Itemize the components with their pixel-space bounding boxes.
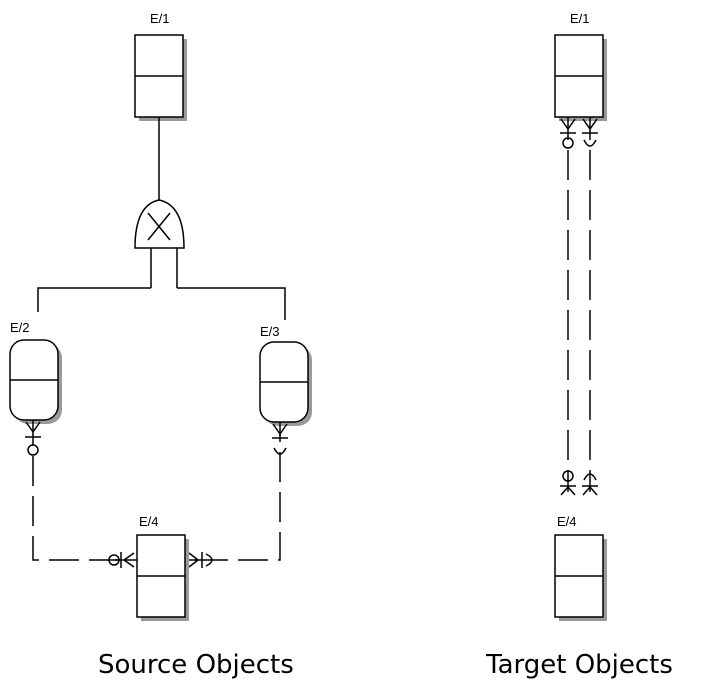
target-diagram: E/1 <box>554 11 607 621</box>
target-entity-e4[interactable]: E/4 <box>554 514 607 621</box>
connector-line <box>37 287 151 312</box>
crowsfoot-icon <box>108 552 137 568</box>
crowsfoot-icon <box>582 117 598 147</box>
relationship-line <box>210 452 281 561</box>
subtype-gate-icon <box>134 199 185 288</box>
source-entity-e2[interactable]: E/2 <box>9 320 62 424</box>
relationship-line <box>32 456 120 561</box>
source-entity-e3-label: E/3 <box>260 324 280 339</box>
crowsfoot-icon <box>582 470 598 496</box>
crowsfoot-icon <box>560 117 576 149</box>
crowsfoot-icon <box>560 470 576 496</box>
crowsfoot-icon <box>272 422 288 455</box>
target-objects-caption: Target Objects <box>486 650 673 680</box>
source-entity-e4-label: E/4 <box>139 514 159 529</box>
connector-line <box>177 287 286 320</box>
source-entity-e1[interactable]: E/1 <box>134 11 187 121</box>
crowsfoot-icon <box>25 420 41 456</box>
target-entity-e1-label: E/1 <box>570 11 590 26</box>
crowsfoot-icon <box>187 552 213 568</box>
source-entity-e2-label: E/2 <box>10 320 30 335</box>
source-entity-e3[interactable]: E/3 <box>259 324 312 426</box>
source-entity-e1-label: E/1 <box>150 11 170 26</box>
source-objects-caption: Source Objects <box>98 650 294 680</box>
target-entity-e4-label: E/4 <box>557 514 577 529</box>
target-entity-e1[interactable]: E/1 <box>554 11 607 121</box>
source-diagram: E/1 E/2 E/3 <box>9 11 312 621</box>
source-entity-e4[interactable]: E/4 <box>136 514 189 621</box>
